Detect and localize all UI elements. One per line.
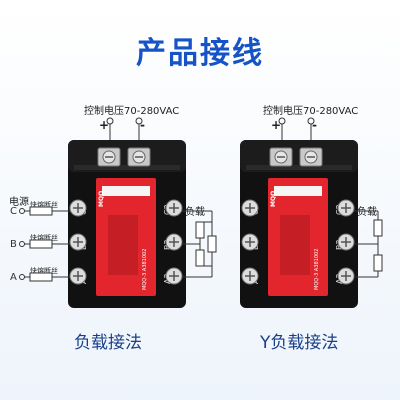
input-wiring-left xyxy=(19,206,70,282)
terminal-screws-left-input xyxy=(69,199,87,285)
plus-sign-left: + xyxy=(99,118,110,132)
load-label-right: 负载 xyxy=(357,207,377,218)
power-label: 电源 xyxy=(9,197,29,208)
control-voltage-label-right: 控制电压70-280VAC xyxy=(263,106,359,117)
control-terminal-plus-right xyxy=(278,117,286,125)
page-title: 产品接线 xyxy=(136,36,264,71)
y-load-right xyxy=(354,210,383,278)
relay-module-right: MQQ MQQ-3 A381002 C1 B1 A1 C2 B2 A2 xyxy=(240,117,358,308)
resistor-left-1 xyxy=(195,221,205,239)
terminal-screws-left-output xyxy=(165,199,183,285)
control-voltage-label-left: 控制电压70-280VAC xyxy=(84,106,180,117)
minus-sign-right: - xyxy=(312,118,317,132)
brand-text-left: MQQ xyxy=(98,191,105,207)
delta-load-left xyxy=(182,210,217,278)
control-terminal-minus-right xyxy=(307,117,315,125)
fuse-label-a: 快熔断丝 xyxy=(30,267,58,275)
model-text-left: MQQ-3 A381002 xyxy=(142,249,148,290)
resistor-right-1 xyxy=(373,219,383,237)
minus-sign-left: - xyxy=(140,118,145,132)
resistor-left-3 xyxy=(207,235,217,253)
fuse-b xyxy=(29,239,53,249)
phase-a-label: A xyxy=(10,272,17,283)
fuse-label-c: 快熔断丝 xyxy=(30,201,58,209)
phase-b-label: B xyxy=(10,239,17,250)
caption-delta-load: 负载接法 xyxy=(74,333,142,353)
resistor-right-2 xyxy=(373,254,383,272)
caption-y-load: Y负载接法 xyxy=(260,333,339,353)
control-terminal-minus-left xyxy=(135,117,143,125)
fuse-label-b: 快熔断丝 xyxy=(30,234,58,242)
phase-c-label: C xyxy=(10,206,17,217)
fuse-a xyxy=(29,272,53,282)
load-label-left: 负载 xyxy=(185,207,205,218)
control-terminal-plus-left xyxy=(106,117,114,125)
resistor-left-2 xyxy=(195,249,205,267)
terminal-screws-right-input xyxy=(241,199,259,285)
terminal-screws-right-output xyxy=(337,199,355,285)
plus-sign-right: + xyxy=(271,118,282,132)
brand-text-right: MQQ xyxy=(270,191,277,207)
fuse-c xyxy=(29,206,53,216)
relay-module-left: MQQ MQQ-3 A381002 C1 B1 A1 C2 B2 A2 xyxy=(68,117,186,308)
model-text-right: MQQ-3 A381002 xyxy=(314,249,320,290)
